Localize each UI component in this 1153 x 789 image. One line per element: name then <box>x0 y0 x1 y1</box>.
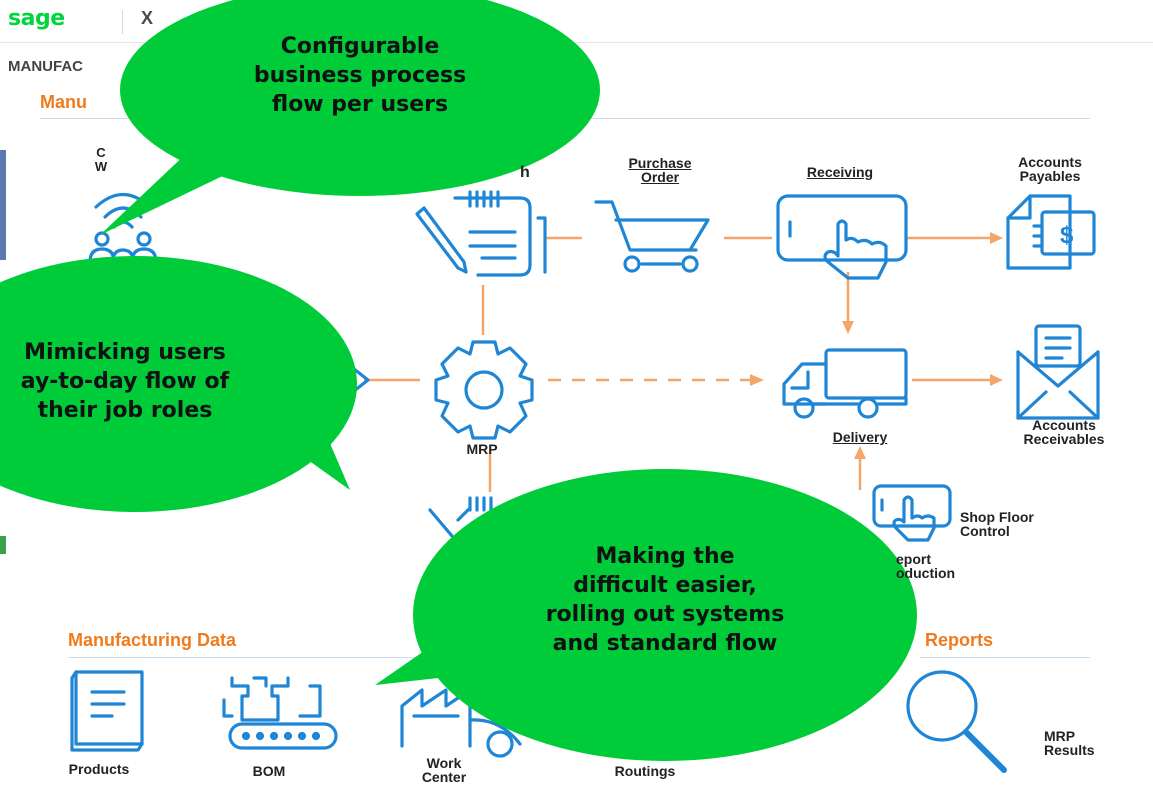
arrowhead <box>854 446 866 459</box>
section-rule <box>920 657 1090 658</box>
receiving-label[interactable]: Receiving <box>806 164 874 180</box>
sage-logo[interactable]: sage <box>8 6 65 31</box>
section-rule <box>68 657 448 658</box>
app-title: X <box>141 8 154 28</box>
routings-label[interactable]: Routings <box>614 763 676 779</box>
callout-left-bubble <box>0 256 357 512</box>
mrp-gear-icon <box>434 340 534 440</box>
accounts-receivables-icon <box>1016 324 1100 420</box>
arrowhead <box>990 232 1003 244</box>
callout-top-bubble <box>100 0 600 235</box>
callout-bottom-text: Making the difficult easier, rolling out… <box>545 544 785 656</box>
callout-top-text: Configurable business process flow per u… <box>253 34 467 117</box>
dispatch-icon <box>415 190 547 277</box>
arrowhead <box>842 321 854 334</box>
section-title-manufacturing-data: Manufacturing Data <box>68 630 237 650</box>
workbench-label[interactable]: C W <box>94 145 108 174</box>
mrp-results-label[interactable]: MRP Results <box>1044 728 1095 758</box>
breadcrumb[interactable]: MANUFAC <box>8 58 83 75</box>
svg-text:$: $ <box>1060 222 1074 249</box>
purchase-order-label[interactable]: Purchase Order <box>628 155 692 185</box>
section-title-reports: Reports <box>925 630 994 650</box>
accounts-payables-icon: $ <box>1006 194 1096 270</box>
work-center-label[interactable]: Work Center <box>421 755 467 785</box>
mrp-label[interactable]: MRP <box>466 441 498 457</box>
receiving-icon <box>776 194 908 280</box>
header-rule <box>0 42 1153 43</box>
delivery-label[interactable]: Delivery <box>832 429 888 445</box>
side-panel-edge <box>0 150 6 260</box>
accounts-receivables-label[interactable]: Accounts Receivables <box>1023 417 1105 447</box>
section-title-manufacturing: Manu <box>40 92 87 112</box>
accounts-payables-label[interactable]: Accounts Payables <box>1018 154 1082 184</box>
report-production-icon <box>428 496 493 538</box>
delivery-icon <box>782 348 908 419</box>
divider <box>122 10 123 34</box>
report-production-label[interactable]: eport oduction <box>896 551 956 581</box>
products-icon <box>70 670 144 752</box>
products-label[interactable]: Products <box>68 761 130 777</box>
dispatch-label[interactable]: h <box>520 164 530 181</box>
side-panel-edge <box>0 536 6 554</box>
mrp-results-icon <box>906 670 1007 773</box>
shop-floor-control-icon <box>872 484 952 542</box>
shop-floor-control-label[interactable]: Shop Floor Control <box>960 509 1034 539</box>
bom-label[interactable]: BOM <box>252 763 286 779</box>
purchase-order-icon <box>594 200 710 273</box>
arrowhead <box>750 374 764 386</box>
arrowhead <box>990 374 1003 386</box>
callout-bottom-bubble <box>375 469 917 761</box>
bom-icon <box>222 676 338 750</box>
callout-left-text: Mimicking users ay-to-day flow of their … <box>20 340 230 423</box>
